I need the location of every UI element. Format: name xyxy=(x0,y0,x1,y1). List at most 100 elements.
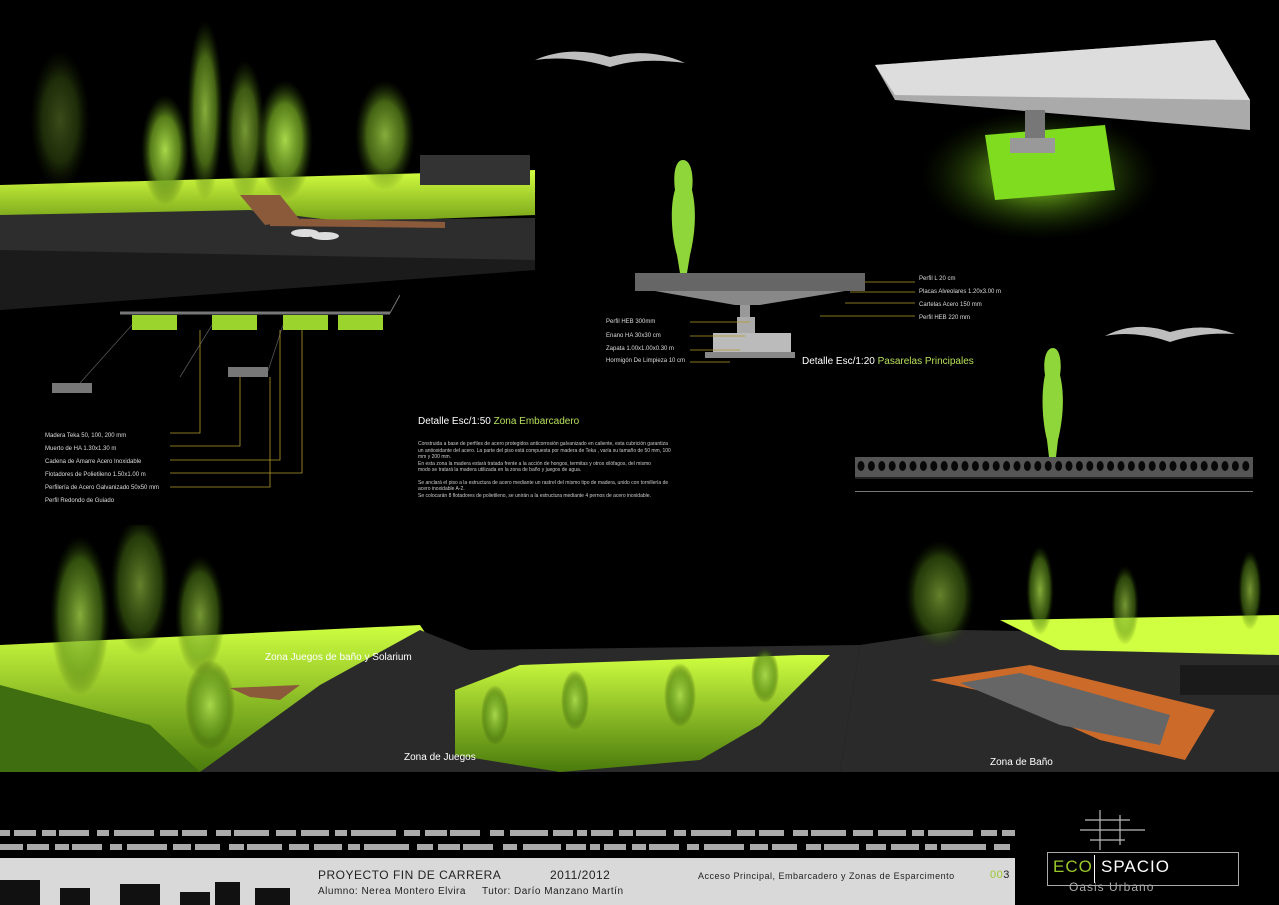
beam-hole xyxy=(1169,461,1177,471)
zone-label-bano: Zona de Baño xyxy=(990,757,1053,768)
stripe xyxy=(276,830,296,836)
pasarela-label-enano: Enano HA 30x30 cm xyxy=(606,333,661,339)
stripe xyxy=(811,830,846,836)
beam-hole xyxy=(1159,461,1167,471)
stripe xyxy=(160,830,178,836)
stripe xyxy=(750,844,768,850)
stripe xyxy=(853,830,873,836)
embarcadero-section-diagram xyxy=(52,295,400,488)
stripe xyxy=(737,830,755,836)
stripe xyxy=(438,844,460,850)
footer-year: 2011/2012 xyxy=(550,868,611,882)
beam-hole xyxy=(1190,461,1198,471)
footer-subject: Acceso Principal, Embarcadero y Zonas de… xyxy=(698,871,955,881)
cloud-icon xyxy=(535,51,685,67)
beam-hole xyxy=(1013,461,1021,471)
embarcadero-label-6: Perfil Redondo de Guiado xyxy=(45,498,115,504)
beam-hole xyxy=(1096,461,1104,471)
pasarela-section-diagram xyxy=(635,160,865,358)
beam-hole xyxy=(1075,461,1083,471)
riverbank-render-top xyxy=(0,20,535,310)
stripe xyxy=(928,830,973,836)
embarcadero-label-1: Madera Teka 50, 100, 200 mm xyxy=(45,433,127,439)
stripe xyxy=(806,844,821,850)
zone-label-juegos-bano: Zona Juegos de baño y Solarium xyxy=(265,652,412,663)
beam-hole xyxy=(1044,461,1052,471)
beam-hole xyxy=(899,461,907,471)
landscape-render-bottom xyxy=(0,525,1279,772)
embarcadero-title: Detalle Esc/1:50 Zona Embarcadero xyxy=(418,416,579,427)
beam-hole xyxy=(951,461,959,471)
stripe xyxy=(490,830,504,836)
stripe xyxy=(510,830,548,836)
stripe xyxy=(417,844,433,850)
stripe xyxy=(981,830,997,836)
beam-hole xyxy=(878,461,886,471)
logo-subtitle: Oasis Urbano xyxy=(1069,880,1155,894)
beam-hole xyxy=(1086,461,1094,471)
structure-3d-render xyxy=(875,40,1250,240)
description-line: Se colocarán 8 flotadores de polietileno… xyxy=(418,492,651,499)
embarcadero-label-5: Perfilería de Acero Galvanizado 50x50 mm xyxy=(45,485,160,491)
stripe xyxy=(691,830,731,836)
beam-hole xyxy=(1117,461,1125,471)
embarcadero-title-highlight: Zona Embarcadero xyxy=(493,416,580,427)
logo-spacio: SPACIO xyxy=(1101,857,1170,876)
embarcadero-description: Construida a base de perfiles de acero p… xyxy=(418,441,738,499)
stripe xyxy=(463,844,493,850)
stripe xyxy=(289,844,309,850)
stripe xyxy=(314,844,342,850)
beam-hole xyxy=(867,461,875,471)
beam-hole xyxy=(992,461,1000,471)
stripe xyxy=(632,844,646,850)
stripe xyxy=(55,844,69,850)
logo-frame xyxy=(1047,852,1239,886)
beam-hole xyxy=(1065,461,1073,471)
footer-project-title: PROYECTO FIN DE CARRERA xyxy=(318,868,502,882)
stripe xyxy=(110,844,122,850)
stripe xyxy=(793,830,808,836)
beam-hole xyxy=(1034,461,1042,471)
stripe xyxy=(335,830,347,836)
embarcadero-label-2: Muerto de HA 1.30x1.30 m xyxy=(45,446,117,452)
stripe xyxy=(234,830,269,836)
page-number-suffix: 3 xyxy=(1003,869,1010,881)
stripe xyxy=(348,844,360,850)
stripe xyxy=(503,844,517,850)
stripe xyxy=(229,844,244,850)
stripe xyxy=(704,844,744,850)
stripe xyxy=(0,844,22,850)
pasarela-label-heb220: Perfil HEB 220 mm xyxy=(919,315,971,321)
stripe xyxy=(994,844,1010,850)
footer-stripe-pattern xyxy=(0,830,1015,850)
pasarela-label-zapata: Zapata 1.00x1.00x0.30 m xyxy=(606,346,675,352)
stripe xyxy=(604,844,626,850)
pasarela-elevation-diagram xyxy=(855,348,1253,492)
stripe xyxy=(351,830,396,836)
beam-hole xyxy=(1003,461,1011,471)
stripe xyxy=(301,830,329,836)
description-line: un antioxidante del acero. La parte del … xyxy=(418,447,671,454)
stripe xyxy=(649,844,679,850)
embarcadero-label-4: Flotadores de Polietileno 1.50x1.00 m xyxy=(45,472,146,478)
stripe xyxy=(577,830,587,836)
beam-hole xyxy=(982,461,990,471)
footer-student: Alumno: Nerea Montero Elvira xyxy=(318,886,466,897)
stripe xyxy=(925,844,937,850)
stripe xyxy=(425,830,447,836)
stripe xyxy=(404,830,420,836)
zone-label-juegos: Zona de Juegos xyxy=(404,752,476,763)
stripe xyxy=(591,830,613,836)
beam-hole xyxy=(1242,461,1250,471)
pasarela-label-heb300: Perfil HEB 300mm xyxy=(606,319,656,325)
pasarela-label-cartelas: Cartelas Acero 150 mm xyxy=(919,302,982,308)
beam-hole xyxy=(857,461,865,471)
pasarela-label-hormigon: Hormigón De Limpieza 10 cm xyxy=(606,358,686,364)
beam-hole xyxy=(1023,461,1031,471)
ecospacio-logo-panel: ECO SPACIO Oasis Urbano xyxy=(1015,805,1279,905)
description-line: modo se tratará la madera utilizada en l… xyxy=(418,467,582,473)
stripe xyxy=(824,844,859,850)
stripe xyxy=(619,830,633,836)
page-number-prefix: 00 xyxy=(990,869,1004,881)
description-line: Se anclará el piso a la estructura de ac… xyxy=(418,479,669,486)
